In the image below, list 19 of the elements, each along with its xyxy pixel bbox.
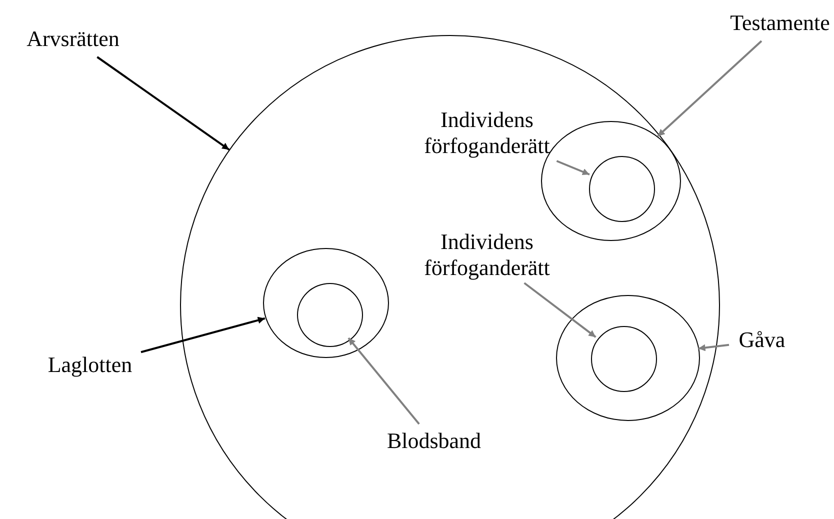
label-text: Individens förfoganderätt xyxy=(419,229,555,281)
large-circle xyxy=(180,35,720,519)
label-text: Arvsrätten xyxy=(8,26,138,54)
leader-arrow xyxy=(524,282,596,338)
label-text: Blodsband xyxy=(379,428,489,456)
inner-circle xyxy=(589,156,655,222)
outer-circle xyxy=(263,248,389,358)
leader-arrow xyxy=(140,316,266,354)
outer-circle xyxy=(556,295,700,421)
leader-arrow xyxy=(698,344,730,352)
leader-arrow xyxy=(96,56,230,151)
inner-circle xyxy=(591,326,657,392)
label-text: Laglotten xyxy=(42,352,138,380)
label-text: Testamente xyxy=(725,10,834,38)
inner-circle xyxy=(297,283,363,347)
label-text: Gåva xyxy=(732,327,792,355)
leader-arrow xyxy=(348,337,420,425)
label-text: Individens förfoganderätt xyxy=(419,107,555,159)
leader-arrow xyxy=(657,40,762,137)
